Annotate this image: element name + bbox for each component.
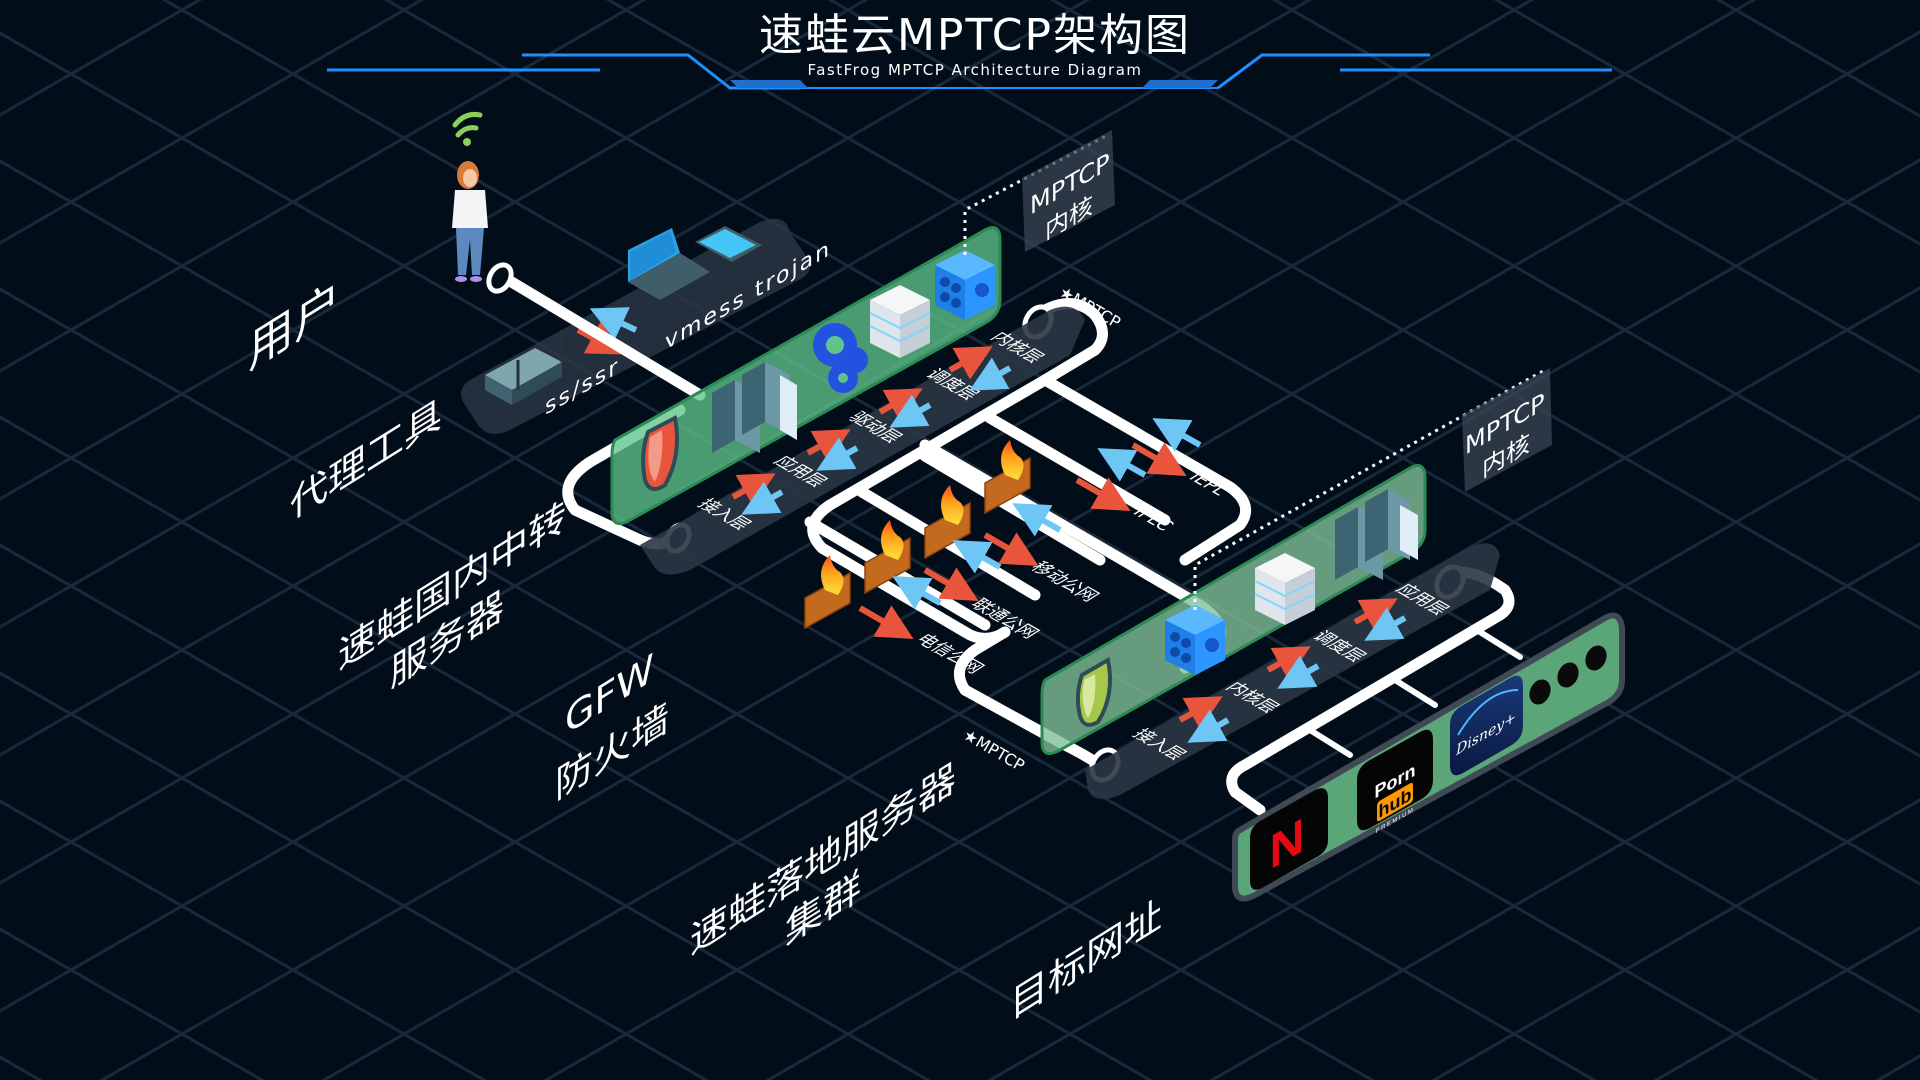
- network-arrow-up: [858, 605, 914, 640]
- firewall-unicom: [924, 485, 971, 560]
- node-user: [486, 262, 514, 294]
- flame-icon: [881, 520, 904, 560]
- phone-icon: [695, 226, 762, 262]
- landing-arrow-down: [1277, 655, 1320, 689]
- landing-cluster: MPTCP 内核 ★MPTCP 接入层 内核层 调度层 应用层: [960, 368, 1552, 799]
- network-arrow-up: [1131, 442, 1187, 477]
- route-target-link-2: [1392, 677, 1438, 708]
- landing-arrow-down: [1187, 709, 1230, 743]
- downstream-arrow: [589, 307, 638, 340]
- netflix-icon: N: [1250, 788, 1328, 890]
- network-arrow-up: [1075, 477, 1131, 512]
- diagram-title: 速蛙云MPTCP架构图: [759, 10, 1191, 61]
- landing-arrow-down: [1364, 607, 1407, 641]
- network-arrow-down: [1152, 418, 1202, 452]
- landing-layer-arrows: [1178, 598, 1407, 743]
- targets-panel: N Porn hub PREMIUM Disney+: [1232, 612, 1625, 902]
- relay-kernel-callout-box: [1022, 130, 1115, 252]
- server-stack-icon: [1254, 553, 1316, 625]
- network-arrow-up: [923, 567, 979, 602]
- network-arrow-down: [1012, 503, 1062, 537]
- route-iepl: [1039, 374, 1252, 566]
- relay-layer-arrows: [731, 346, 1012, 515]
- header-decoration: [327, 53, 1612, 90]
- server-rack-icon: [712, 362, 797, 453]
- firewall-telecom-2: [864, 520, 911, 595]
- disney-plus-icon: Disney+: [1450, 675, 1523, 776]
- header-left-tab: [730, 80, 808, 88]
- relay-arrow-down: [889, 394, 932, 428]
- kernel-cube-icon: [935, 250, 995, 320]
- header-right-tab: [1142, 80, 1218, 88]
- laptop-icon: [628, 228, 710, 300]
- landing-kernel-callout-line: [1193, 368, 1546, 610]
- shield-icon: [641, 414, 679, 491]
- kernel-cube-icon: [1165, 605, 1225, 675]
- route-relay-right-loop: [1039, 298, 1108, 386]
- wifi-icon: [452, 112, 483, 146]
- router-icon: [485, 330, 564, 405]
- pornhub-hub-box: [1377, 782, 1413, 822]
- firewall-mobile: [984, 440, 1031, 515]
- more-dots-icon: [1529, 645, 1607, 705]
- relay-arrow-down: [816, 437, 859, 471]
- network-arrow-down: [892, 576, 942, 610]
- shield-icon: [1075, 656, 1112, 727]
- route-target-link-3: [1477, 629, 1523, 660]
- flame-icon: [941, 485, 964, 525]
- firewall-telecom: [804, 555, 851, 630]
- network-arrow-down: [952, 540, 1002, 574]
- flame-icon: [1001, 440, 1024, 480]
- route-target-link-1: [1307, 727, 1353, 758]
- relay-arrow-up: [948, 346, 993, 380]
- route-user-to-relay: [499, 272, 706, 401]
- server-stack-icon: [869, 285, 931, 358]
- route-iplc-divider: [984, 412, 1171, 526]
- flame-icon: [821, 555, 844, 595]
- diagram-subtitle: FastFrog MPTCP Architecture Diagram: [807, 61, 1142, 79]
- network-arrows: [858, 418, 1202, 640]
- route-gfw-to-landing: [953, 626, 1106, 771]
- header-line-right-inner: [1217, 53, 1430, 90]
- relay-server: MPTCP 内核 ★MPTCP 接入层 应用层 驱动层 调度层 内核层: [610, 130, 1124, 575]
- pornhub-icon: Porn hub PREMIUM: [1357, 729, 1433, 835]
- relay-arrow-down: [969, 357, 1012, 391]
- network-arrow-down: [1097, 448, 1147, 482]
- gears-icon: [813, 323, 868, 393]
- network-arrow-up: [983, 532, 1039, 567]
- server-rack-icon: [1335, 489, 1418, 580]
- relay-arrow-down: [741, 481, 784, 515]
- user-figure: [452, 112, 488, 282]
- user-jeans: [456, 228, 484, 275]
- user-shirt: [452, 190, 488, 228]
- landing-kernel-callout-box: [1462, 368, 1552, 492]
